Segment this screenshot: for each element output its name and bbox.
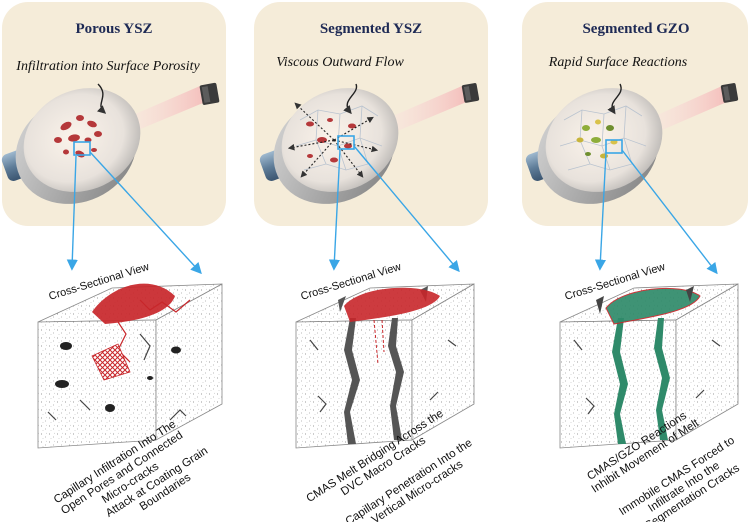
infiltrated-pore xyxy=(91,343,131,381)
block-side xyxy=(155,283,223,441)
micro-cracks xyxy=(573,339,721,415)
cmas-droplets xyxy=(54,115,102,158)
zoom-arrow-right xyxy=(353,145,460,273)
melt-flow-arrow xyxy=(343,83,358,115)
block-side xyxy=(411,283,475,441)
segmentation-cracks xyxy=(559,105,647,171)
open-pores xyxy=(55,342,181,412)
panel-segmented-ysz: Segmented YSZ Viscous Outward Flow xyxy=(254,2,488,522)
zoom-arrow-right xyxy=(89,151,202,275)
crack-infiltration xyxy=(117,321,131,363)
zoom-arrow-right xyxy=(621,149,718,275)
coated-disk xyxy=(259,83,399,204)
outward-flow-arrows xyxy=(287,102,379,178)
cross-section-block xyxy=(37,283,223,449)
zoom-box xyxy=(73,141,91,156)
cmas-melt-pool xyxy=(92,283,175,324)
laser-emitter xyxy=(461,83,480,103)
micro-cracks xyxy=(309,339,457,413)
zoom-arrow-left xyxy=(594,151,607,271)
micro-cracks xyxy=(47,333,187,421)
cmas-melt-bridge xyxy=(344,287,440,322)
zoom-arrow-left xyxy=(66,155,78,271)
panel-segmented-gzo: Segmented GZO Rapid Surface Reactions xyxy=(522,2,748,522)
panel-title: Segmented GZO xyxy=(582,21,689,37)
panel-subtitle: Rapid Surface Reactions xyxy=(548,55,688,70)
panel-title: Segmented YSZ xyxy=(320,21,422,37)
segmentation-cracks-infiltrated xyxy=(612,318,670,444)
zoom-box xyxy=(605,139,623,154)
cross-section-block xyxy=(295,283,475,449)
panel-subtitle: Viscous Outward Flow xyxy=(276,55,404,70)
coated-disk xyxy=(1,83,141,204)
melt-flow-arrow xyxy=(97,83,107,114)
surface-cracks xyxy=(596,286,694,314)
coated-disk xyxy=(525,83,663,204)
laser-emitter xyxy=(720,83,739,103)
panel-subtitle: Infiltration into Surface Porosity xyxy=(15,59,200,74)
zoom-box xyxy=(337,135,355,150)
melt-flow-arrow xyxy=(607,83,622,115)
immobile-cmas-layer xyxy=(605,287,701,325)
crack-infiltration xyxy=(139,299,191,313)
zoom-arrow-left xyxy=(328,149,341,271)
block-side xyxy=(675,283,739,441)
vertical-macro-cracks xyxy=(338,286,428,444)
capillary-penetration xyxy=(373,319,385,365)
cross-section-block xyxy=(559,283,739,449)
panel-porous-ysz: Porous YSZ Infiltration into Surface Por… xyxy=(1,2,226,520)
laser-emitter xyxy=(199,82,220,105)
panel-title: Porous YSZ xyxy=(75,21,152,37)
disk-face xyxy=(23,88,141,192)
